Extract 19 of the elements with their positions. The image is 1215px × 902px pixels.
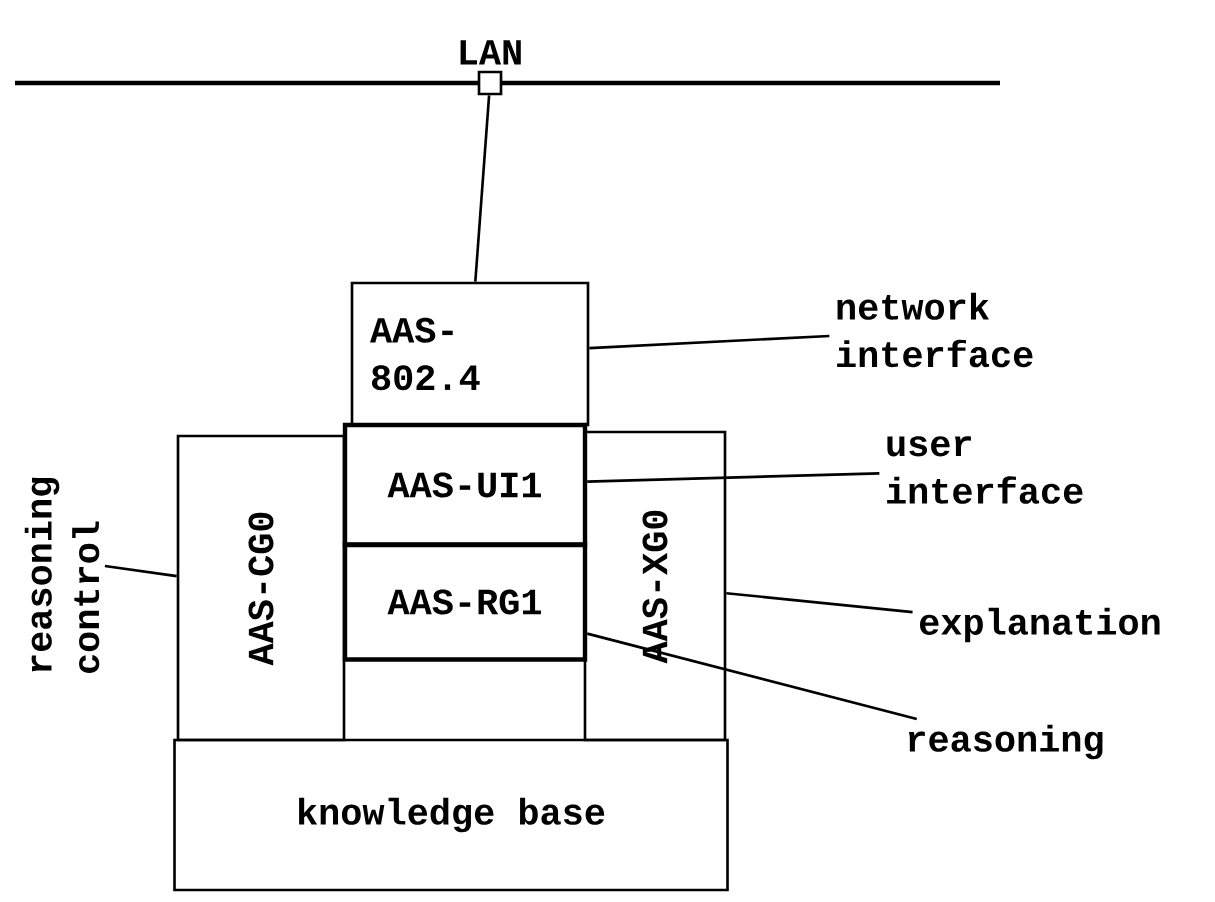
node-label: LAN [460,40,521,65]
leader-line [726,591,913,614]
network-tap: LAN [460,40,521,96]
leader-line [589,334,830,350]
leader-line [586,632,918,721]
module-box: AAS-UI1 [342,422,588,548]
connector-line [474,95,491,282]
module-box: AAS- 802.4 [350,281,590,427]
module-box: AAS-RG1 [342,542,588,662]
leader-text: explanation [920,607,1160,643]
leader-text: reasoning control [24,477,100,673]
module-box: AAS-XG0 [583,430,727,742]
leader-line [104,564,177,578]
leader-text: reasoning [908,724,1103,760]
knowledge-base-box: knowledge base [173,738,729,892]
leader-text: user interface [887,436,1083,504]
leader-line [587,472,880,483]
leader-text: network interface [837,292,1033,368]
module-box: AAS-CG0 [176,434,346,742]
